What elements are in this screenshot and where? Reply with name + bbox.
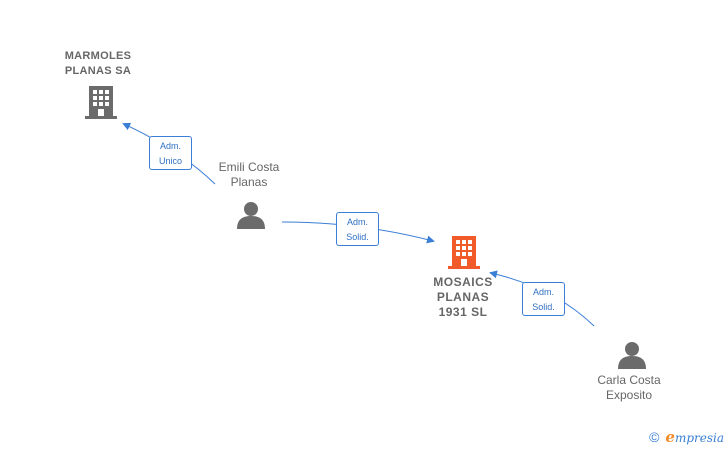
label-line: MARMOLES xyxy=(64,50,132,62)
label-line: Solid. xyxy=(532,302,555,312)
label-line: Exposito xyxy=(605,388,653,402)
label-line: Adm. xyxy=(532,287,554,297)
label-line: Unico xyxy=(158,156,182,166)
label-line: PLANAS SA xyxy=(64,65,132,77)
person-icon[interactable] xyxy=(236,200,266,230)
edge-label-adm-solid-emili[interactable]: Adm. Solid. xyxy=(336,212,379,246)
building-icon[interactable] xyxy=(85,84,117,120)
building-icon[interactable] xyxy=(448,234,480,270)
person-name-carla[interactable]: Carla Costa Exposito xyxy=(579,373,679,403)
label-line: Adm. xyxy=(159,141,181,151)
label-line: Solid. xyxy=(346,232,369,242)
footer-watermark: © empresia xyxy=(649,428,724,446)
company-name-marmoles[interactable]: MARMOLES PLANAS SA xyxy=(48,49,148,79)
label-line: 1931 SL xyxy=(438,305,488,319)
copyright-icon: © xyxy=(649,429,660,445)
company-name-mosaics[interactable]: MOSAICS PLANAS 1931 SL xyxy=(413,275,513,320)
label-line: Carla Costa xyxy=(597,373,661,387)
person-name-emili[interactable]: Emili Costa Planas xyxy=(199,160,299,190)
edge-label-adm-unico[interactable]: Adm. Unico xyxy=(149,136,192,170)
label-line: PLANAS xyxy=(436,290,490,304)
label-line: MOSAICS xyxy=(433,275,493,289)
label-line: Emili Costa xyxy=(218,160,280,174)
label-line: Planas xyxy=(230,175,268,189)
edge-label-adm-solid-carla[interactable]: Adm. Solid. xyxy=(522,282,565,316)
person-icon[interactable] xyxy=(617,340,647,370)
brand-rest: mpresia xyxy=(674,431,724,445)
label-line: Adm. xyxy=(346,217,368,227)
brand-initial: e xyxy=(665,428,675,446)
brand-logo[interactable]: empresia xyxy=(665,428,724,446)
